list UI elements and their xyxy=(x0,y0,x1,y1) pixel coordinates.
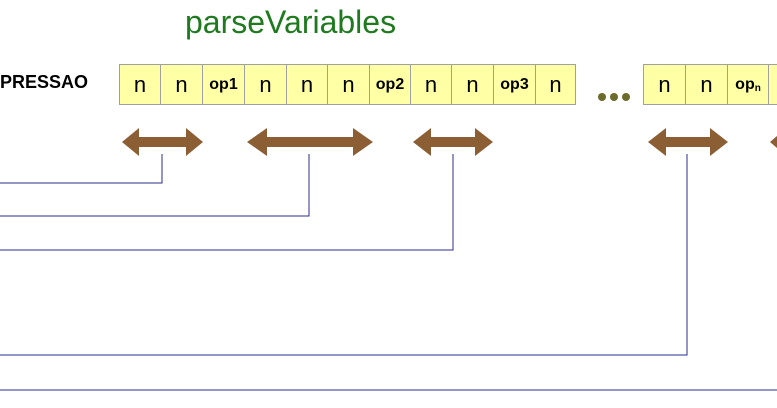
op-base: op xyxy=(735,75,755,93)
connector-line xyxy=(0,154,310,217)
cell-cut xyxy=(768,64,777,105)
diagram-title: parseVariables xyxy=(185,4,397,40)
cell-n: n xyxy=(410,64,452,105)
connector-line xyxy=(0,154,688,356)
row-label: PRESSAO xyxy=(0,72,89,92)
cell-n: n xyxy=(327,64,370,105)
cell-n: n xyxy=(685,64,728,105)
cell-n: n xyxy=(535,64,576,105)
double-arrow xyxy=(413,128,493,156)
ellipsis-dots xyxy=(598,93,630,101)
cell-op: op3 xyxy=(493,64,536,105)
double-arrow xyxy=(648,128,728,156)
cell-n: n xyxy=(160,64,203,105)
op-subscript: n xyxy=(754,83,761,94)
double-arrow xyxy=(247,128,373,156)
cell-op: op2 xyxy=(369,64,411,105)
connector-line xyxy=(0,154,454,251)
double-arrow xyxy=(122,128,203,156)
cell-n: n xyxy=(119,64,161,105)
connector-line xyxy=(0,154,163,184)
double-arrow-partial xyxy=(770,136,777,148)
cell-n: n xyxy=(286,64,328,105)
